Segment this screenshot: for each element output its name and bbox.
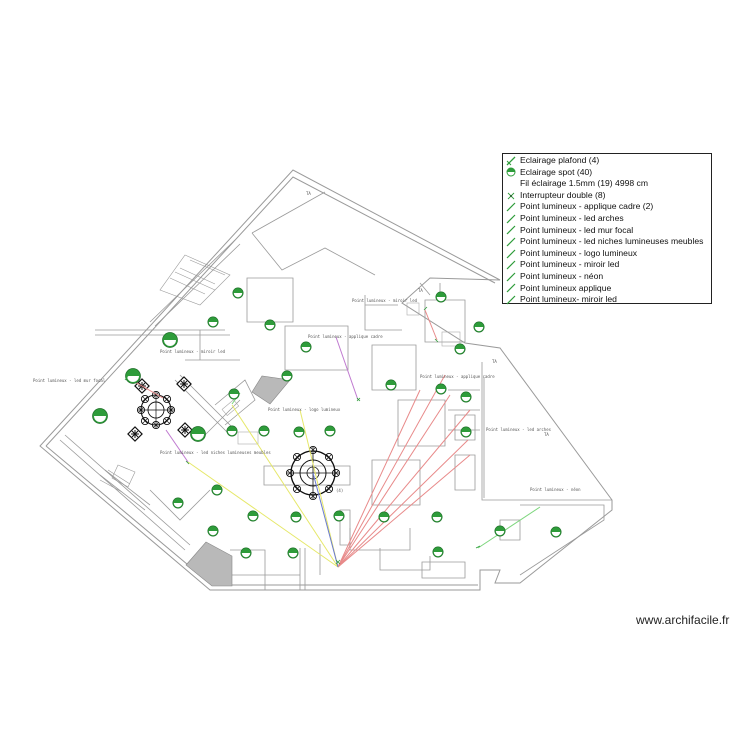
legend-item-label: Point lumineux - led niches lumineuses m…: [520, 236, 704, 247]
label-room-c: TA: [492, 359, 497, 364]
light-point-icon: [506, 272, 518, 282]
planters: [99, 254, 231, 493]
spot-light-icon: [506, 167, 518, 177]
label-miroir-led-2: Point lumineux - miroir led: [352, 298, 418, 303]
legend-item-label: Point lumineux applique: [520, 282, 612, 293]
light-point-icon: [506, 295, 518, 305]
legend-item: Point lumineux - led arches: [506, 213, 711, 225]
label-led-arches: Point lumineux - led arches: [486, 427, 552, 432]
legend-item: Point lumineux- miroir led: [506, 294, 711, 306]
legend-item-label: Point lumineux - miroir led: [520, 259, 620, 270]
light-points: [124, 306, 481, 565]
wall-columns: [185, 375, 291, 587]
light-point-icon: [506, 202, 518, 212]
label-led-mur-focal: Point lumineux - led mur focal: [33, 378, 106, 383]
double-switch-icon: [506, 191, 518, 201]
legend-item-label: Point lumineux - applique cadre (2): [520, 201, 654, 212]
legend-item-label: Point lumineux - logo lumineux: [520, 247, 638, 258]
label-applique-cadre-2: Point lumineux - applique cadre: [420, 374, 495, 379]
legend-item: Point lumineux - logo lumineux: [506, 248, 711, 260]
label-led-niches: Point lumineux - led niches lumineuses m…: [160, 450, 271, 455]
spot-lights: [172, 287, 562, 559]
legend-item: Point lumineux - applique cadre (2): [506, 201, 711, 213]
light-point-icon: [506, 283, 518, 293]
label-neon: Point lumineux - néon: [530, 487, 581, 492]
legend-item: Point lumineux applique: [506, 283, 711, 295]
label-room-a: TA: [306, 191, 311, 196]
legend-item: Point lumineux - led niches lumineuses m…: [506, 236, 711, 248]
label-logo-lumineux: Point lumineux - logo lumineux: [268, 407, 341, 412]
legend-item: Interrupteur double (8): [506, 190, 711, 202]
legend-item-label: Point lumineux - led arches: [520, 212, 624, 223]
furniture-outlines: [221, 302, 461, 445]
legend-item-label: Fil éclairage 1.5mm (19) 4998 cm: [520, 178, 648, 189]
label-room-b: TA: [418, 288, 423, 293]
legend-item: Point lumineux - led mur focal: [506, 225, 711, 237]
legend-item: Point lumineux - miroir led: [506, 259, 711, 271]
legend-spacer: [506, 179, 518, 189]
legend-item: Point lumineux - néon: [506, 271, 711, 283]
label-spot-count: (4): [336, 488, 343, 493]
legend-item: Eclairage plafond (4): [506, 155, 711, 167]
light-point-icon: [506, 225, 518, 235]
legend-item-label: Point lumineux- miroir led: [520, 294, 617, 305]
chandelier-left: [136, 390, 176, 430]
legend-item-label: Eclairage spot (40): [520, 166, 593, 177]
ceiling-light-icon: [506, 156, 518, 166]
plan-annotations: Point lumineux - miroir led Point lumine…: [33, 191, 581, 493]
legend-item: Fil éclairage 1.5mm (19) 4998 cm: [506, 178, 711, 190]
legend-item-label: Interrupteur double (8): [520, 189, 606, 200]
legend-item-label: Point lumineux - néon: [520, 270, 604, 281]
light-point-icon: [506, 260, 518, 270]
legend-item: Eclairage spot (40): [506, 167, 711, 179]
watermark: www.archifacile.fr: [636, 613, 730, 627]
label-miroir-led-1: Point lumineux - miroir led: [160, 349, 226, 354]
legend-item-label: Eclairage plafond (4): [520, 155, 600, 165]
light-point-icon: [506, 249, 518, 259]
light-point-icon: [506, 237, 518, 247]
label-room-d: TA: [544, 432, 549, 437]
legend-item-label: Point lumineux - led mur focal: [520, 224, 634, 235]
label-applique-cadre-1: Point lumineux - applique cadre: [308, 334, 383, 339]
light-point-icon: [506, 214, 518, 224]
legend: Eclairage plafond (4)Eclairage spot (40)…: [502, 153, 712, 306]
chandelier-large: [285, 445, 341, 501]
